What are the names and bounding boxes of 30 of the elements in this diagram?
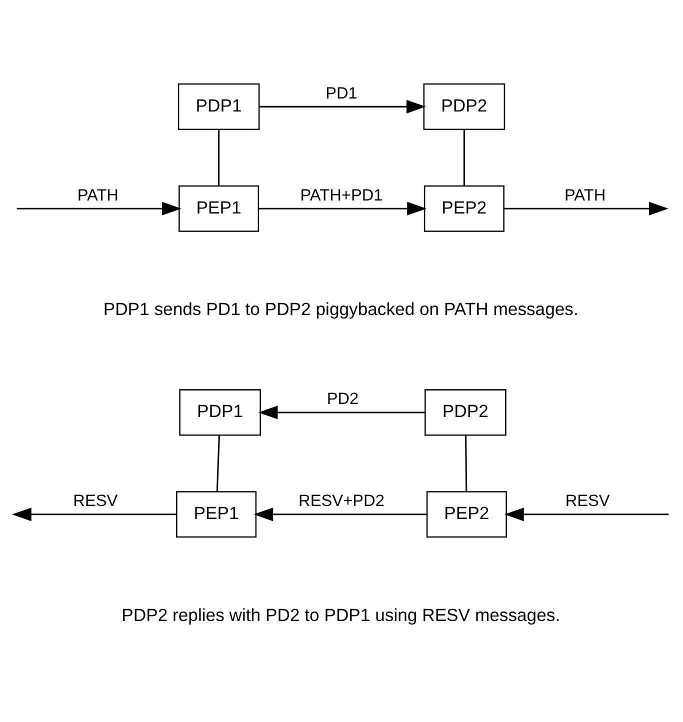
edge-label: PATH+PD1 (300, 186, 383, 204)
edge-label: RESV (565, 492, 610, 510)
node-box: PDP1 (178, 82, 260, 130)
edge-label: RESV (73, 492, 118, 510)
edge-label: RESV+PD2 (298, 492, 384, 510)
arrow (504, 507, 669, 521)
arrow (254, 507, 427, 521)
node-box: PDP2 (424, 388, 506, 436)
arrow (16, 201, 182, 215)
label: PDP2 replies with PD2 to PDP1 using RESV messages. (122, 604, 560, 624)
node-box: PDP2 (423, 82, 506, 130)
node-box: PEP1 (176, 490, 257, 538)
node-box: PEP1 (178, 184, 260, 232)
edge-label: PD2 (326, 390, 359, 408)
connector (464, 434, 468, 492)
arrow (504, 201, 668, 215)
connector (463, 129, 465, 186)
node-box: PEP2 (426, 490, 507, 538)
arrow (12, 507, 177, 521)
arrow (258, 201, 427, 215)
arrow (258, 405, 425, 419)
arrow (259, 99, 426, 113)
edge-label: PATH (564, 186, 606, 204)
connector (216, 434, 220, 492)
edge-label: PD1 (326, 84, 358, 102)
edge-label: PATH (77, 186, 119, 204)
connector (218, 129, 220, 186)
node-box: PEP2 (424, 184, 504, 232)
node-box: PDP1 (179, 388, 261, 436)
label: PDP1 sends PD1 to PDP2 piggybacked on PATH messages. (103, 298, 578, 319)
